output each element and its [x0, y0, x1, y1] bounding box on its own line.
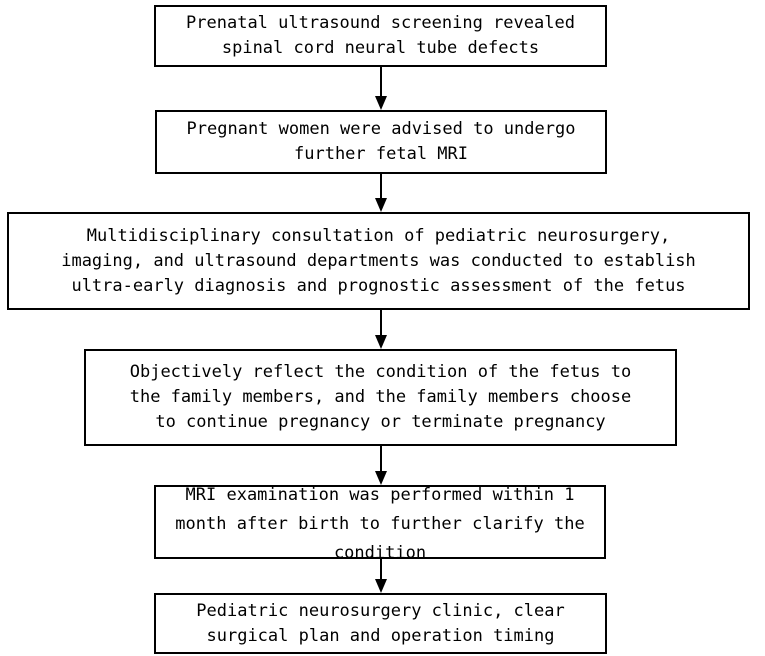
step-5-postnatal-mri: MRI examination was performed within 1 m…: [154, 485, 606, 559]
step-4-line-2: the family members, and the family membe…: [129, 387, 632, 407]
step-5-text: MRI examination was performed within 1 m…: [175, 485, 585, 559]
step-2-line-1: Pregnant women were advised to undergo: [186, 119, 576, 139]
arrow-4-to-5: [375, 446, 387, 485]
step-2-fetal-mri-advice: Pregnant women were advised to undergo f…: [155, 110, 607, 174]
step-3-line-3: ultra-early diagnosis and prognostic ass…: [71, 275, 686, 296]
step-6-line-1: Pediatric neurosurgery clinic, clear: [196, 600, 565, 621]
step-5-line-3: condition: [333, 543, 427, 559]
step-4-line-1: Objectively reflect the condition of the…: [129, 362, 632, 382]
step-1-ultrasound-screening: Prenatal ultrasound screening revealed s…: [154, 5, 607, 67]
step-3-line-2: imaging, and ultrasound departments was …: [61, 250, 696, 271]
step-5-line-2: month after birth to further clarify the: [175, 514, 585, 534]
step-6-line-2: surgical plan and operation timing: [206, 625, 555, 646]
step-4-family-decision: Objectively reflect the condition of the…: [84, 349, 677, 446]
step-1-line-1: Prenatal ultrasound screening revealed: [186, 13, 575, 33]
step-3-line-1: Multidisciplinary consultation of pediat…: [86, 225, 671, 246]
arrow-3-to-4: [375, 310, 387, 349]
arrow-5-to-6: [375, 559, 387, 593]
step-1-line-2: spinal cord neural tube defects: [221, 38, 540, 58]
arrow-2-to-3: [375, 174, 387, 212]
arrow-1-to-2: [375, 67, 387, 110]
step-5-line-1: MRI examination was performed within 1: [185, 485, 575, 505]
step-4-line-3: to continue pregnancy or terminate pregn…: [155, 412, 606, 432]
step-3-multidisciplinary-consultation: Multidisciplinary consultation of pediat…: [7, 212, 750, 310]
step-6-surgical-plan: Pediatric neurosurgery clinic, clear sur…: [154, 593, 607, 654]
step-2-line-2: further fetal MRI: [294, 144, 468, 164]
